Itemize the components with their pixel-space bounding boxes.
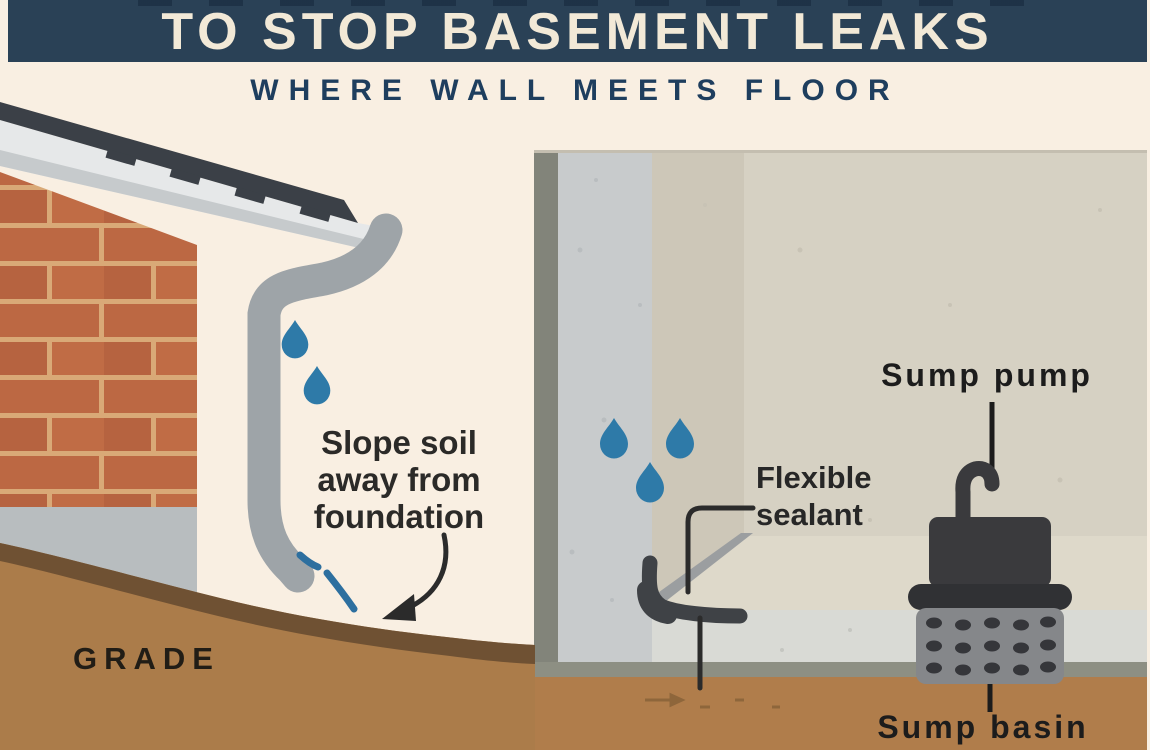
slope-soil-label-line1: Slope soil [321, 424, 477, 461]
fascia-soffit-shadow [0, 150, 380, 252]
soil-marks [645, 692, 780, 709]
basement-inner-wall-face [652, 153, 744, 602]
basement-cross-section [534, 150, 1147, 750]
fascia-board [0, 120, 391, 252]
gutter-water-drop-icons [281, 319, 331, 405]
flexible-sealant-bead [637, 555, 748, 624]
page-subtitle: WHERE WALL MEETS FLOOR [250, 74, 900, 107]
wall-seep-water-drop-icons [600, 418, 694, 503]
sealant-leader-line [685, 505, 756, 595]
panel-outer-edge [534, 153, 558, 662]
discharge-pipe-hook [955, 461, 1000, 530]
exterior-scene [0, 102, 535, 750]
sump-pump-label: Sump pump [881, 357, 1093, 393]
water-flow-dashes [296, 551, 358, 613]
flexible-sealant-label: Flexible sealant [756, 459, 871, 533]
roof-shingle-edge [0, 102, 358, 223]
flexible-sealant-label-line2: sealant [756, 497, 863, 532]
panel-top-edge [534, 150, 1147, 154]
grade-soil [0, 543, 535, 750]
basement-soil [534, 677, 1147, 750]
basin-perforations [926, 616, 1056, 676]
gutter-downspout [247, 213, 403, 593]
slope-soil-label-line3: foundation [313, 498, 485, 535]
wall-speckles [569, 178, 642, 602]
brick-wall [0, 172, 197, 507]
concrete-wall-cutaway [558, 153, 652, 662]
slope-soil-label: Slope soil away from foundation [276, 424, 522, 535]
grade-label: GRADE [73, 641, 220, 676]
sump-pump-assembly [908, 402, 1072, 712]
slope-arrowhead [382, 594, 416, 621]
pump-body [929, 517, 1051, 587]
wall-floor-joint [648, 533, 753, 605]
interior-speckles [703, 203, 1102, 522]
clipped-text-fragments-decoration [138, 0, 1038, 6]
sump-basin-label: Sump basin [877, 709, 1089, 745]
basin-lid-flange [908, 584, 1072, 610]
flexible-sealant-label-line1: Flexible [756, 460, 872, 495]
page-title: TO STOP BASEMENT LEAKS [161, 3, 994, 61]
slope-soil-label-line2: away from [317, 461, 481, 498]
header-band: TO STOP BASEMENT LEAKS [8, 0, 1147, 62]
grade-soil-dark-band [0, 543, 535, 664]
slope-arrow [382, 532, 449, 621]
